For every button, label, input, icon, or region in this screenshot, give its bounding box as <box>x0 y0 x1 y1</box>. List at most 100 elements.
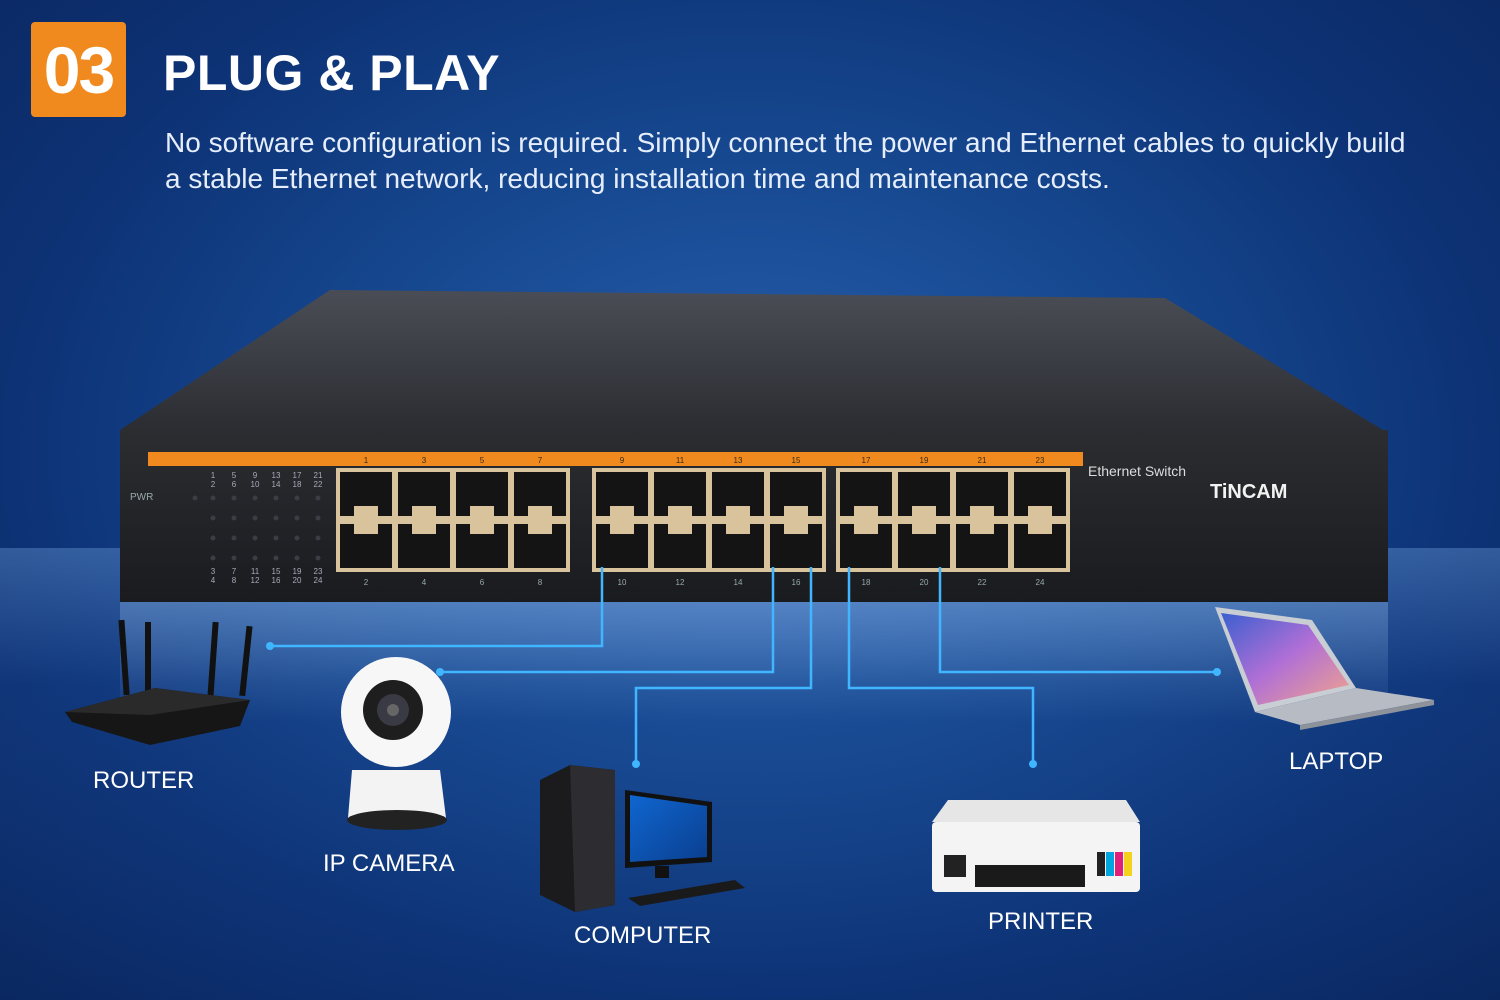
led-indicator <box>231 495 237 501</box>
led-indicator <box>210 515 216 521</box>
led-number: 5 <box>232 471 237 480</box>
port-clip <box>412 506 436 516</box>
led-indicator <box>273 535 279 541</box>
port-clip <box>668 524 692 534</box>
laptop-icon <box>1215 607 1434 730</box>
port-clip <box>1028 524 1052 534</box>
port-number-bottom: 10 <box>618 578 627 587</box>
port-clip <box>610 524 634 534</box>
brand-logo: TiNCAM <box>1210 481 1287 503</box>
laptop-connection-line <box>938 567 1217 674</box>
printer-icon <box>932 800 1140 892</box>
camera-connection-line <box>440 567 775 674</box>
router-label: ROUTER <box>93 767 195 794</box>
led-number: 12 <box>251 576 260 585</box>
connection-dots <box>266 642 1221 768</box>
product-label: Ethernet Switch <box>1088 463 1186 479</box>
port-number-top: 3 <box>422 456 427 465</box>
led-number: 7 <box>232 567 237 576</box>
port-number-top: 7 <box>538 456 543 465</box>
port-clip <box>970 524 994 534</box>
port-number-bottom: 4 <box>422 578 427 587</box>
port-clip <box>970 506 994 516</box>
led-number: 6 <box>232 480 237 489</box>
port-clip <box>610 506 634 516</box>
switch-orange-strip <box>148 452 1083 466</box>
led-number: 20 <box>293 576 302 585</box>
led-number: 18 <box>293 480 302 489</box>
led-number: 14 <box>272 480 281 489</box>
computer-label: COMPUTER <box>574 922 712 949</box>
led-indicator <box>231 515 237 521</box>
led-indicator <box>294 555 300 561</box>
led-number: 9 <box>253 471 258 480</box>
led-indicator <box>231 535 237 541</box>
port-clip <box>784 506 808 516</box>
led-number: 2 <box>211 480 216 489</box>
port-clip <box>528 524 552 534</box>
led-number: 1 <box>211 471 216 480</box>
laptop-label: LAPTOP <box>1289 748 1384 775</box>
computer-icon <box>540 765 745 912</box>
port-number-top: 15 <box>792 456 801 465</box>
led-number: 4 <box>211 576 216 585</box>
power-led <box>192 495 198 501</box>
led-number: 13 <box>272 471 281 480</box>
led-number: 17 <box>293 471 302 480</box>
port-clip <box>412 524 436 534</box>
led-indicator <box>315 535 321 541</box>
port-number-bottom: 2 <box>364 578 369 587</box>
led-indicator <box>252 515 258 521</box>
port-number-top: 21 <box>978 456 987 465</box>
port-number-bottom: 18 <box>862 578 871 587</box>
led-number: 11 <box>251 567 260 576</box>
power-label: PWR <box>130 492 153 503</box>
led-indicator <box>273 495 279 501</box>
led-indicator <box>210 495 216 501</box>
port-number-top: 17 <box>862 456 871 465</box>
switch-top-panel <box>120 290 1388 433</box>
page-title: PLUG & PLAY <box>163 45 501 101</box>
port-clip <box>354 506 378 516</box>
port-number-bottom: 16 <box>792 578 801 587</box>
port-number-top: 9 <box>620 456 625 465</box>
port-clip <box>354 524 378 534</box>
connection-lines <box>270 567 1217 764</box>
port-clip <box>726 524 750 534</box>
port-clip <box>668 506 692 516</box>
port-number-bottom: 24 <box>1036 578 1045 587</box>
ip-camera-label: IP CAMERA <box>323 850 455 877</box>
port-number-bottom: 14 <box>734 578 743 587</box>
port-clip <box>726 506 750 516</box>
port-number-bottom: 22 <box>978 578 987 587</box>
port-clip <box>854 524 878 534</box>
led-indicator <box>210 555 216 561</box>
port-number-bottom: 12 <box>676 578 685 587</box>
led-indicator <box>294 495 300 501</box>
computer-connection-line <box>634 567 813 764</box>
port-number-top: 23 <box>1036 456 1045 465</box>
port-clip <box>1028 506 1052 516</box>
led-indicator <box>315 555 321 561</box>
led-number: 10 <box>251 480 260 489</box>
port-number-top: 13 <box>734 456 743 465</box>
port-number-top: 19 <box>920 456 929 465</box>
led-number: 16 <box>272 576 281 585</box>
led-number: 24 <box>314 576 323 585</box>
led-indicator <box>252 535 258 541</box>
printer-connection-line <box>847 567 1035 764</box>
port-number-top: 5 <box>480 456 485 465</box>
step-number-badge: 03 <box>31 22 126 117</box>
led-number: 21 <box>314 471 323 480</box>
switch-reflection <box>120 602 1388 722</box>
port-number-bottom: 6 <box>480 578 485 587</box>
printer-label: PRINTER <box>988 908 1094 935</box>
led-indicator <box>273 555 279 561</box>
port-clip <box>470 506 494 516</box>
led-indicator <box>252 555 258 561</box>
led-indicator <box>252 495 258 501</box>
